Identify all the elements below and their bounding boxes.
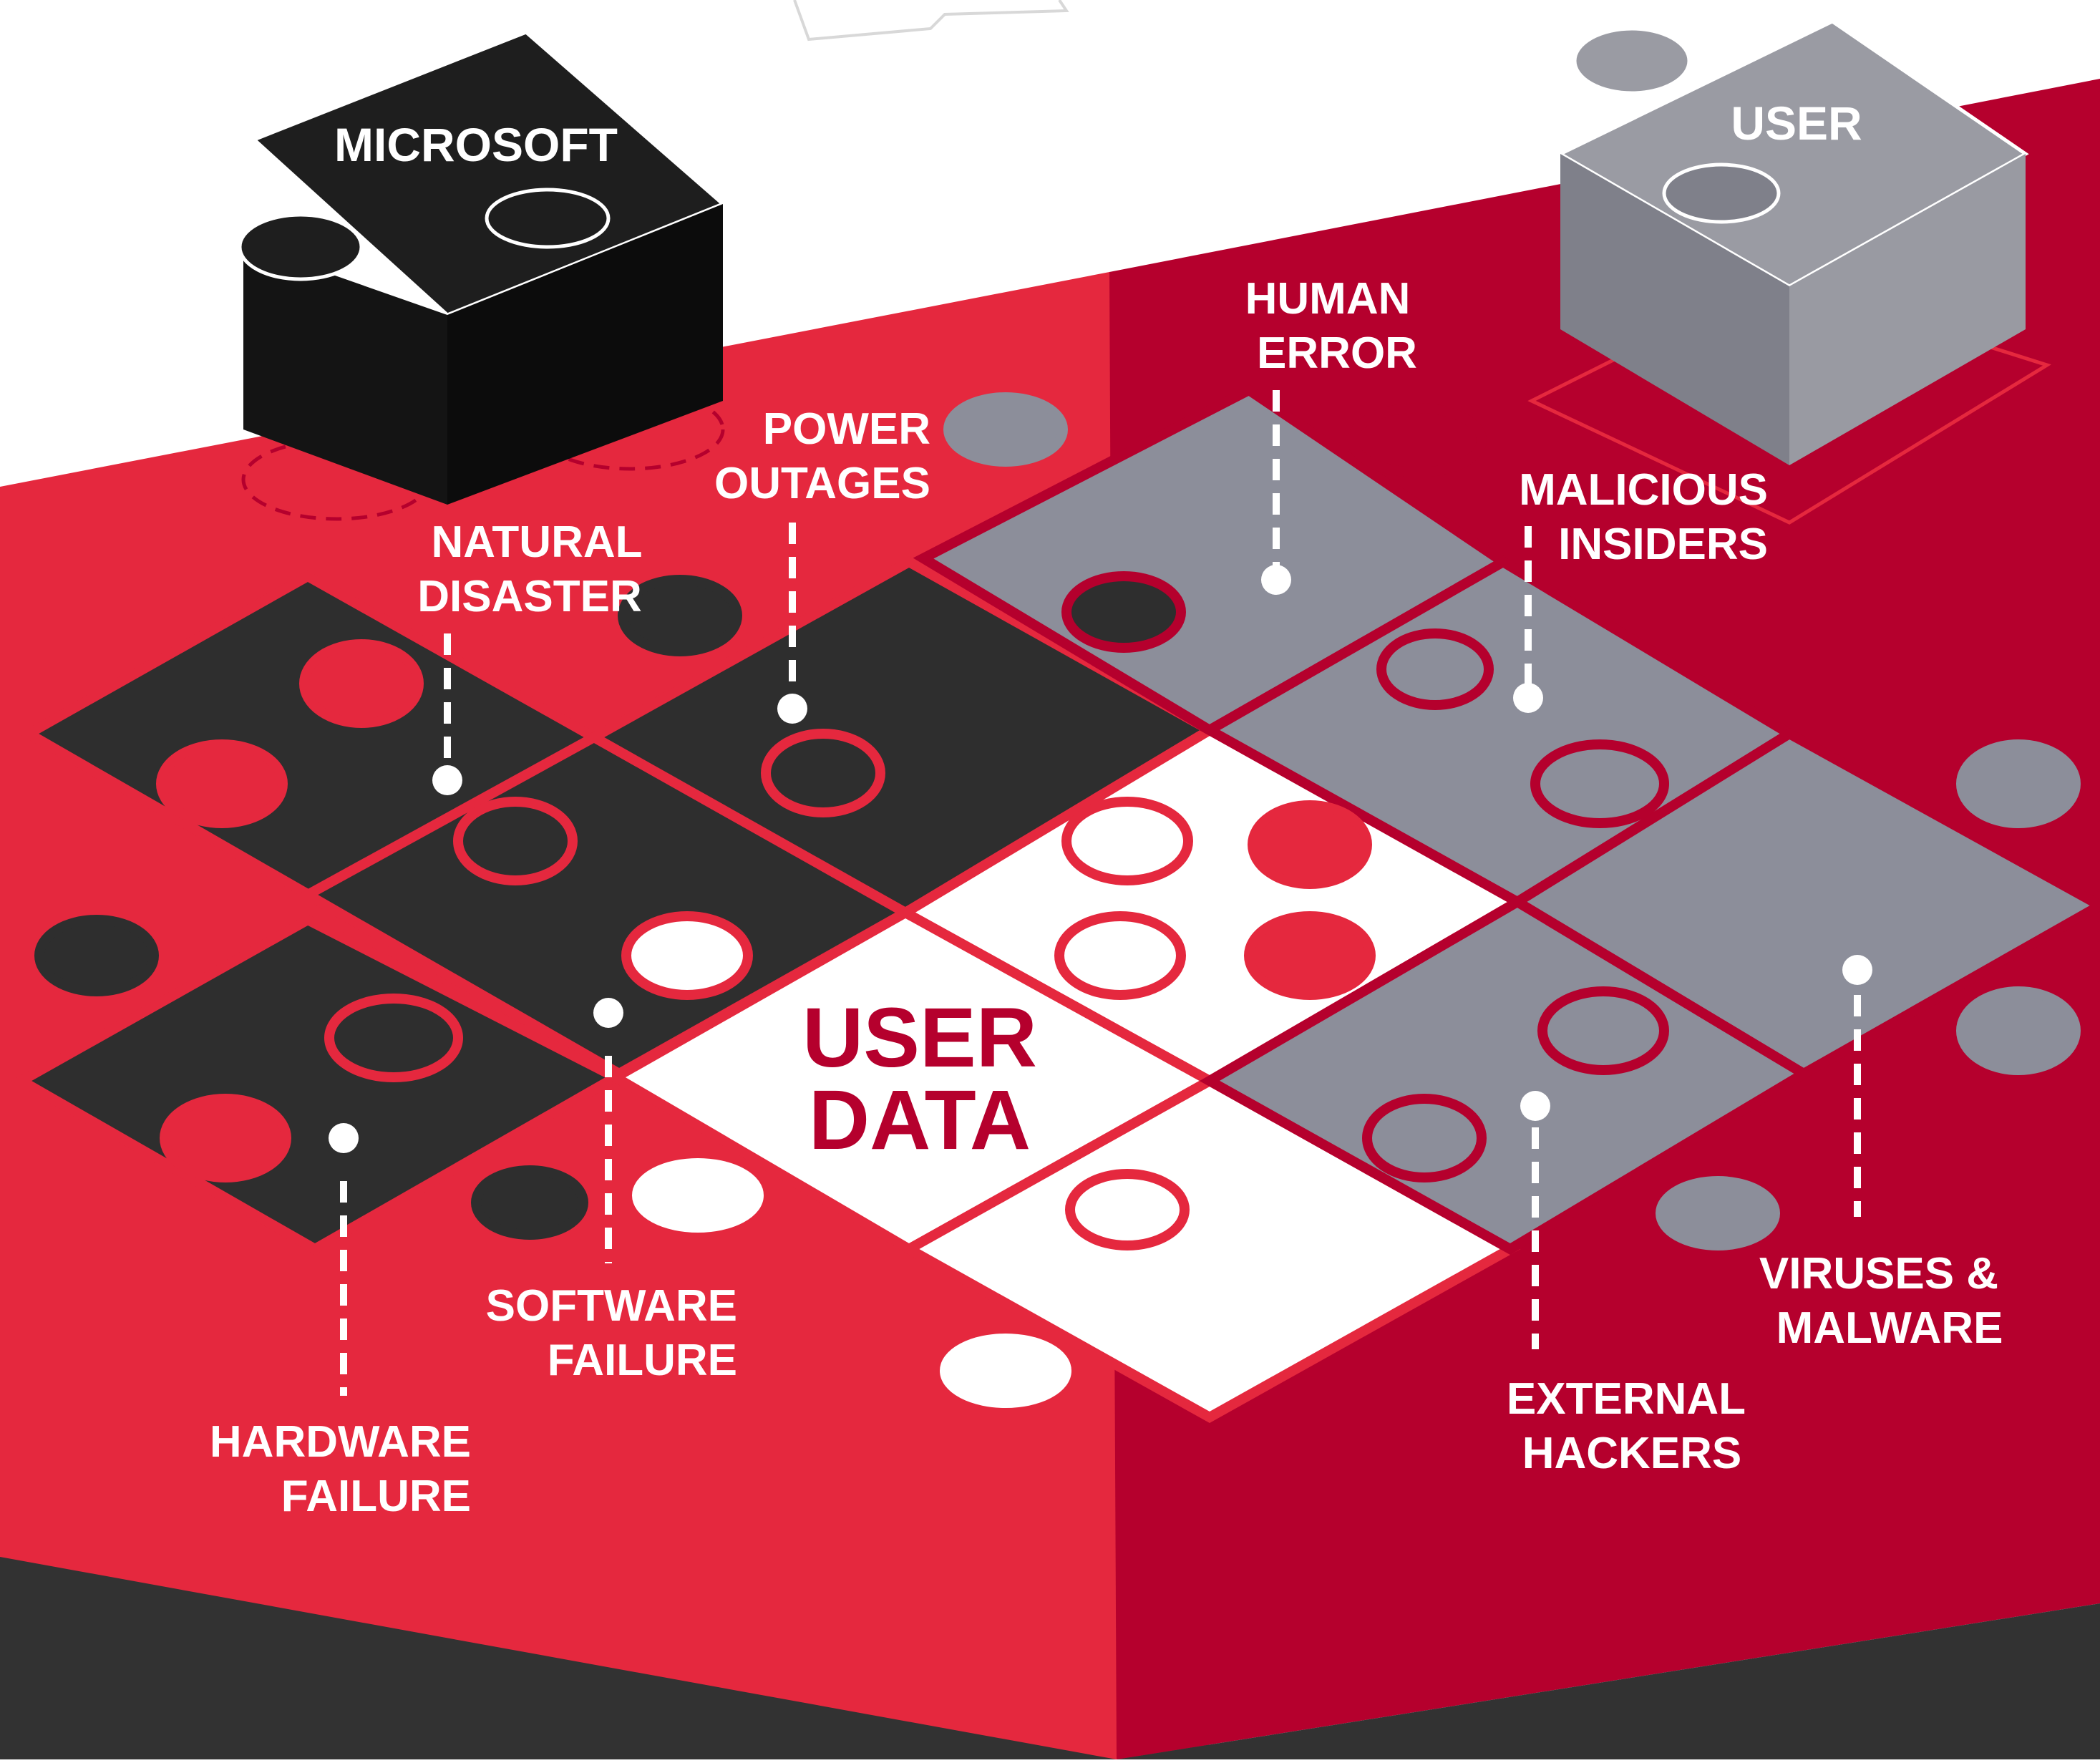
user-data-line1: USER — [802, 991, 1037, 1085]
floor-dark-band — [0, 1557, 1117, 1759]
dot-malicious-insiders — [1513, 683, 1543, 713]
dot-viruses-malware — [1842, 955, 1872, 985]
dot-power-outages — [777, 694, 807, 724]
human-error-line2: ERROR — [1257, 329, 1417, 378]
microsoft-block-socket — [485, 188, 611, 249]
floor-dark-band-right — [1117, 1603, 2100, 1759]
threat-software-failure: SOFTWARE FAILURE — [486, 1281, 737, 1385]
natural-disaster-line2: DISASTER — [417, 572, 641, 621]
puzzle-knobs — [34, 392, 2081, 1408]
dot-natural-disaster — [432, 765, 462, 795]
malicious-insiders-line2: INSIDERS — [1558, 520, 1768, 569]
threat-power-outages: POWER OUTAGES — [714, 404, 930, 508]
threat-viruses-malware: VIRUSES & MALWARE — [1759, 1249, 2003, 1353]
user-label: USER — [1731, 97, 1862, 150]
microsoft-block-left — [243, 243, 447, 505]
threat-human-error: HUMAN ERROR — [1245, 274, 1417, 378]
threat-external-hackers: EXTERNAL HACKERS — [1507, 1374, 1746, 1478]
microsoft-block-right — [447, 204, 723, 505]
threat-natural-disaster: NATURAL DISASTER — [417, 518, 642, 621]
software-failure-line1: SOFTWARE — [486, 1281, 737, 1331]
software-failure-line2: FAILURE — [548, 1336, 737, 1385]
puzzle-piece-gray-4 — [1199, 895, 1814, 1256]
malicious-insiders-line1: MALICIOUS — [1519, 465, 1768, 515]
viruses-malware-line2: MALWARE — [1776, 1303, 2003, 1353]
user-block-knob — [1572, 26, 1691, 95]
user-block-left — [1560, 154, 1789, 465]
dot-software-failure — [593, 998, 623, 1028]
power-outages-line1: POWER — [763, 404, 930, 454]
user-block-right — [1789, 154, 2026, 465]
threat-hardware-failure: HARDWARE FAILURE — [210, 1417, 471, 1521]
dot-human-error — [1261, 565, 1291, 595]
power-outages-line2: OUTAGES — [714, 459, 930, 508]
external-hackers-line2: HACKERS — [1522, 1429, 1742, 1478]
microsoft-block: MICROSOFT — [238, 30, 726, 505]
leader-dots — [329, 565, 1872, 1153]
viruses-malware-line1: VIRUSES & — [1759, 1249, 1998, 1298]
user-block: USER — [1556, 19, 2029, 465]
hardware-failure-line1: HARDWARE — [210, 1417, 471, 1467]
leader-lines — [340, 390, 1861, 1396]
dot-hardware-failure — [329, 1123, 359, 1153]
microsoft-label: MICROSOFT — [334, 118, 618, 171]
human-error-line1: HUMAN — [1245, 274, 1411, 324]
user-block-socket — [1662, 162, 1781, 224]
natural-disaster-line1: NATURAL — [431, 518, 642, 567]
microsoft-block-knob — [238, 213, 364, 281]
external-hackers-line1: EXTERNAL — [1507, 1374, 1746, 1424]
user-data-line2: DATA — [809, 1073, 1031, 1167]
top-sketch — [793, 0, 1069, 42]
dot-external-hackers — [1520, 1091, 1550, 1121]
threat-malicious-insiders: MALICIOUS INSIDERS — [1519, 465, 1768, 569]
user-data-label: USER DATA — [802, 991, 1037, 1167]
hardware-failure-line2: FAILURE — [281, 1472, 471, 1521]
